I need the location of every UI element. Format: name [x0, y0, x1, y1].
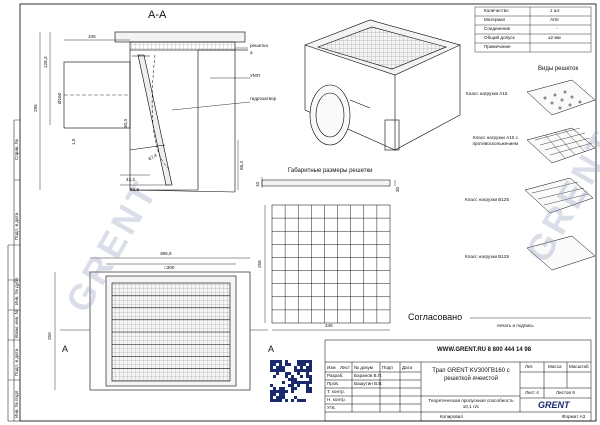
- spec-label: Общий допуск: [484, 35, 515, 40]
- spec-label: Количество: [484, 8, 509, 13]
- tb-name: Вашутин В.В.: [354, 381, 383, 386]
- grate-view-label: Класс нагрузки B125: [465, 197, 510, 202]
- tb-header: Подп: [382, 365, 393, 370]
- spec-value: 1 шт.: [550, 8, 561, 13]
- tb-header: Изм: [327, 365, 336, 370]
- capacity-note: Теоретическая пропускная способность 10,…: [428, 398, 514, 409]
- tb-sheets: Листов 9: [556, 390, 575, 395]
- approval-label: Согласовано: [408, 312, 463, 322]
- tb-role: Т. контр.: [327, 389, 345, 394]
- dim-label: 82,8: [130, 187, 139, 192]
- callout-grate-a: а: [250, 50, 253, 55]
- dim-label: 250: [47, 332, 52, 340]
- tb-role: Н. контр.: [327, 397, 346, 402]
- dim-label: 30,3: [123, 119, 128, 128]
- dim-label: 126,3: [43, 56, 48, 69]
- contact-line: WWW.GRENT.RU 8 800 444 14 98: [437, 347, 532, 353]
- product-name: Трап GRENT KV300ГВ160 с решеткой ячеисто…: [432, 368, 510, 382]
- side-strip-label: Справ. №: [14, 139, 19, 160]
- approval-sub: печать и подпись: [497, 323, 534, 328]
- dim-label: □300: [164, 265, 175, 270]
- dim-label: 295: [33, 104, 38, 112]
- spec-label: Соединение: [484, 26, 511, 31]
- dim-label: 10: [255, 181, 260, 187]
- section-mark-right: A: [268, 344, 275, 354]
- spec-value: AISI: [550, 17, 559, 22]
- spec-label: Примечание: [484, 44, 511, 49]
- dim-label: 246: [325, 323, 333, 328]
- dim-label: 58,4: [239, 161, 244, 170]
- section-mark-left: A: [62, 344, 69, 354]
- tb-header: Лист: [340, 365, 350, 370]
- dim-label: 1,5: [71, 138, 76, 145]
- side-strip-label: Подп. и дата: [14, 212, 19, 240]
- plan-grate-ribs: [112, 295, 230, 369]
- brand-logo: GRENT: [538, 400, 570, 410]
- grate-dims-title: Габаритные размеры решетки: [288, 168, 373, 174]
- side-strip-label: Инв. № подл.: [14, 389, 19, 418]
- dim-label: Ø160: [57, 92, 62, 104]
- tb-role: Разраб.: [327, 373, 344, 378]
- tb-header: № докум: [354, 365, 373, 370]
- side-strip-label: Подп. и дата: [14, 348, 19, 376]
- grate-view-label: Класс нагрузки B125: [465, 254, 510, 259]
- dim-label: 43,2: [126, 177, 135, 182]
- tb-mass: Масса: [548, 364, 562, 369]
- callout-ump: УМП: [250, 73, 261, 78]
- tb-copied: Копировал: [440, 414, 464, 419]
- tb-lit: Лит.: [525, 364, 534, 369]
- side-strip-label: Инв. № дубл.: [14, 276, 19, 305]
- side-strip-label: Взам. инв. №: [14, 309, 19, 338]
- dim-label: 386,5: [160, 251, 172, 256]
- spec-label: Материал: [484, 17, 506, 22]
- grate-view-label: Класс нагрузки A15 с противоскольжением: [472, 135, 518, 146]
- qr-code: [270, 360, 312, 402]
- spec-value: -: [556, 26, 558, 31]
- tb-scale: Масштаб: [569, 364, 589, 369]
- section-title: A-A: [148, 9, 167, 21]
- tb-role: Утв.: [327, 405, 336, 410]
- tb-sheet: Лист 4: [525, 390, 539, 395]
- tb-header: Дата: [402, 365, 413, 370]
- tb-format: Формат А3: [562, 414, 586, 419]
- grate-view-label: Класс нагрузки A15: [466, 91, 508, 96]
- dim-label: 30: [395, 186, 400, 192]
- tb-name: Баранов В.П.: [354, 373, 383, 378]
- callout-grate: решетка: [250, 43, 268, 48]
- dim-label: 105: [88, 34, 96, 39]
- grate-views-title: Виды решеток: [538, 66, 579, 72]
- dim-label: 256: [257, 260, 262, 268]
- spec-value: ±2 мм: [548, 35, 561, 40]
- grate-grid: [272, 205, 390, 323]
- callout-hydroseal: гидрозатвор: [250, 96, 277, 101]
- tb-role: Пров.: [327, 381, 340, 386]
